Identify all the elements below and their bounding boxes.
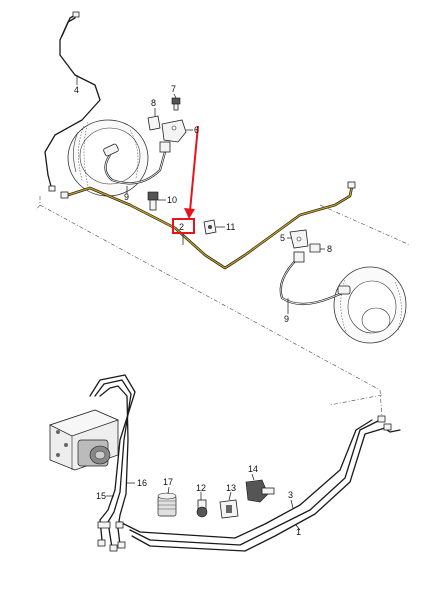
callout-7: 7: [171, 84, 176, 94]
callout-6: 6: [194, 125, 199, 135]
callout-labels: 4 7 8 6 9 10 2 11 5 8 9 17 16 15 12 13 1…: [74, 84, 332, 537]
callout-9-front: 9: [124, 192, 129, 202]
callout-9-rear: 9: [284, 314, 289, 324]
brake-hose-9-rear: [279, 251, 351, 306]
callout-10: 10: [167, 195, 177, 205]
callout-17: 17: [163, 477, 173, 487]
callout-12: 12: [196, 483, 206, 493]
bolt-12: [196, 499, 208, 518]
leader-lines: [76, 75, 325, 531]
bolt-7: [171, 97, 181, 111]
clip-13: [219, 499, 239, 519]
callout-11: 11: [226, 222, 235, 232]
brake-pipe-2-highlighted: [60, 181, 356, 270]
callout-4: 4: [74, 85, 79, 95]
highlight-arrow-head: [184, 208, 195, 219]
bracket-6: [161, 119, 187, 143]
clip-8-rear: [309, 243, 321, 253]
plug-17: [157, 492, 177, 517]
highlight-box: [172, 218, 195, 234]
callout-5: 5: [280, 233, 285, 243]
highlight-marker: [172, 125, 199, 234]
brake-hose-9-front: [103, 141, 171, 185]
bleed-valve-10: [147, 191, 159, 211]
brake-pipes-lower-bundle: [89, 374, 401, 552]
callout-8-front: 8: [151, 98, 156, 108]
callout-3: 3: [288, 490, 293, 500]
callout-13: 13: [226, 483, 236, 493]
brake-pipe-4: [44, 11, 101, 192]
highlight-arrow: [189, 125, 199, 212]
brake-disc-rear-right: [333, 266, 407, 344]
abs-hydraulic-unit: [48, 409, 120, 471]
clip-8-front: [147, 115, 161, 131]
callout-14: 14: [248, 464, 258, 474]
callout-2: 2: [179, 222, 184, 232]
assembly-guide-lines: [35, 196, 411, 419]
clip-11: [203, 219, 217, 235]
callout-8-rear: 8: [327, 244, 332, 254]
callout-16: 16: [137, 478, 147, 488]
connector-14: [245, 479, 275, 503]
bracket-5: [289, 229, 309, 249]
callout-1: 1: [296, 527, 301, 537]
callout-15: 15: [96, 491, 106, 501]
